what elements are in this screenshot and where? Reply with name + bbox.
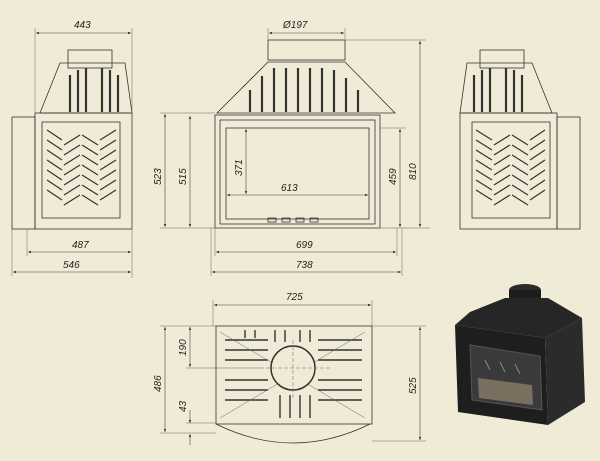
fireplace-3d-render	[455, 284, 585, 425]
dim-810: 810	[408, 163, 419, 180]
dim-525: 525	[408, 377, 419, 394]
dim-190: 190	[178, 339, 189, 356]
dim-546: 546	[63, 260, 80, 271]
dim-515: 515	[178, 168, 189, 185]
dim-43: 43	[178, 400, 189, 412]
side-left-dimensions: 443 487 546	[11, 20, 133, 278]
dim-523: 523	[153, 168, 164, 185]
top-dimensions: 725 486 190 43 525	[153, 292, 426, 445]
dim-725: 725	[286, 292, 303, 303]
top-fins	[68, 68, 120, 112]
dim-459: 459	[388, 168, 399, 185]
dim-487: 487	[72, 240, 89, 251]
side-view-left	[11, 49, 133, 230]
front-top-fins	[248, 68, 360, 112]
front-dimensions: Ø197 523 515 371 613 459 810 699 738	[153, 20, 430, 276]
dim-738: 738	[296, 260, 313, 271]
dim-371: 371	[234, 159, 245, 176]
dim-flue-diameter: Ø197	[282, 20, 308, 31]
side-view-right	[459, 49, 581, 230]
dim-486: 486	[153, 375, 164, 392]
dim-613: 613	[281, 183, 298, 194]
dim-443: 443	[74, 20, 91, 31]
top-view	[215, 325, 373, 444]
dim-699: 699	[296, 240, 313, 251]
front-view	[214, 39, 396, 229]
chevron-pattern	[46, 129, 117, 206]
bottom-controls	[267, 217, 319, 223]
